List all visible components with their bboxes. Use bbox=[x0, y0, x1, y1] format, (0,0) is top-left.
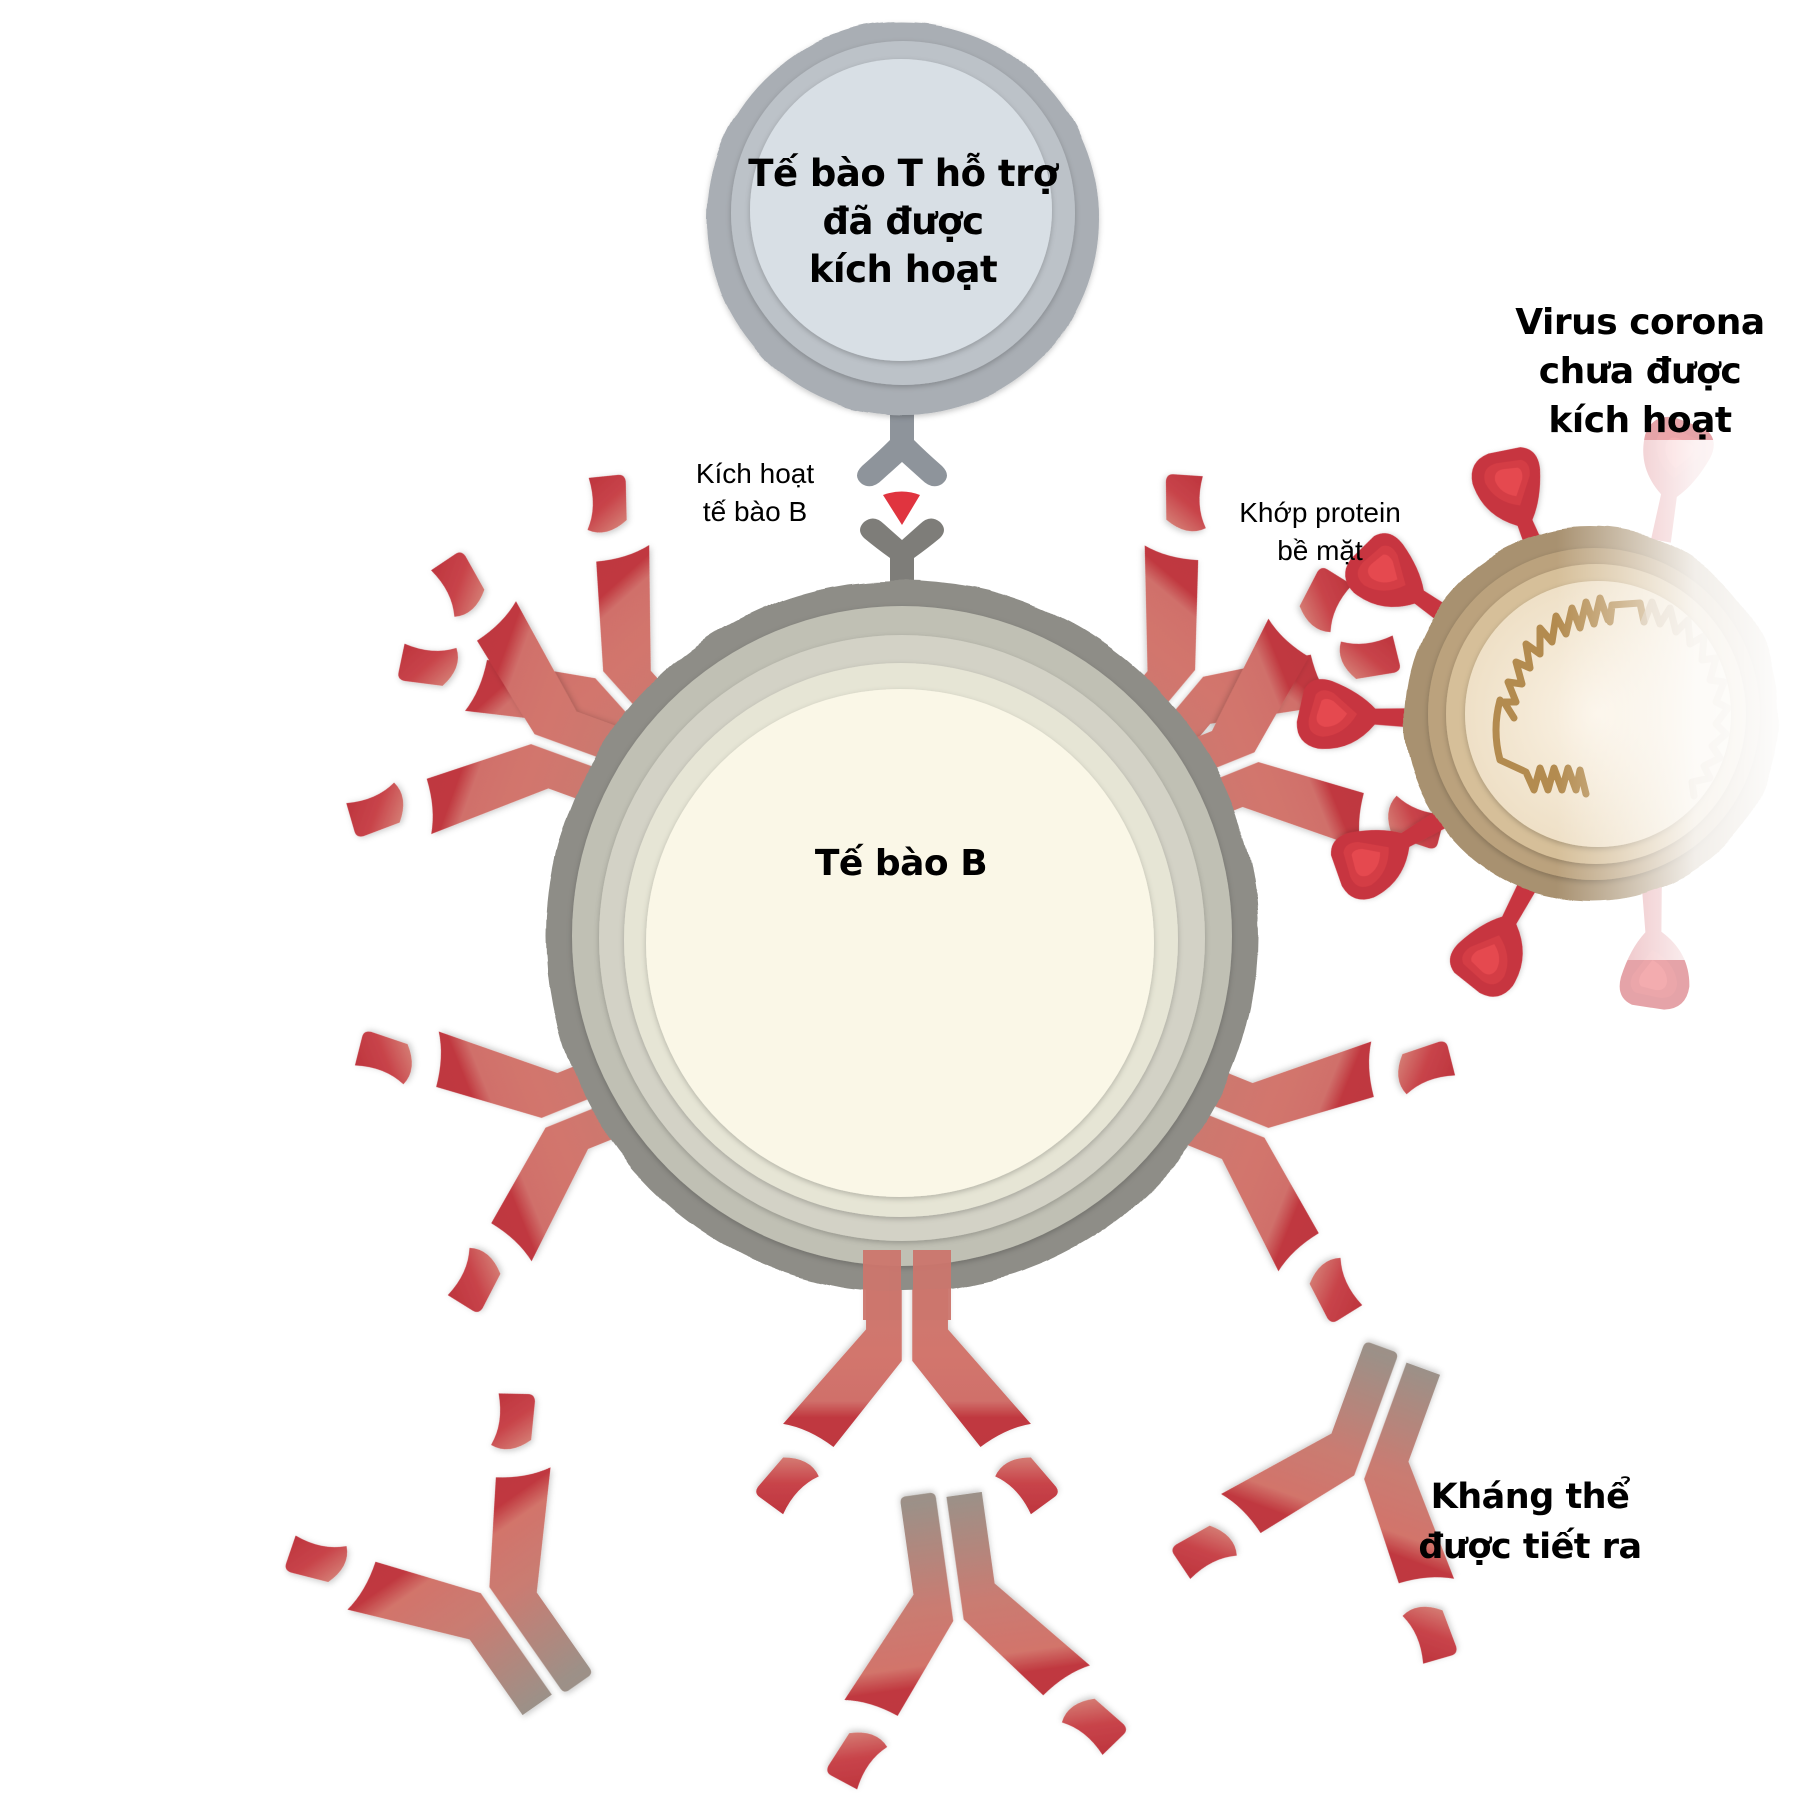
released-antibodies bbox=[273, 1303, 1546, 1794]
free-antibody-2 bbox=[791, 1470, 1130, 1794]
b-cell bbox=[546, 580, 1258, 1292]
surface-protein-annotation: Khớp protein bề mặt bbox=[1239, 497, 1401, 566]
b-cell-receptor bbox=[860, 518, 944, 600]
virus-label: Virus corona chưa được kích hoạt bbox=[1515, 302, 1765, 441]
activate-b-cell-annotation: Kích hoạt tế bào B bbox=[695, 458, 815, 527]
antigen-fragment bbox=[883, 491, 920, 525]
coronavirus bbox=[1295, 412, 1800, 1012]
membrane-antibody-stems bbox=[863, 1250, 951, 1320]
b-cell-label: Tế bào B bbox=[814, 843, 988, 884]
antibodies-released-label: Kháng thể được tiết ra bbox=[1418, 1477, 1642, 1567]
free-antibody-1 bbox=[273, 1378, 684, 1784]
t-cell-label: Tế bào T hỗ trợ đã được kích hoạt bbox=[748, 152, 1058, 291]
t-cell-receptor bbox=[857, 380, 947, 487]
helper-t-cell bbox=[707, 23, 1099, 487]
